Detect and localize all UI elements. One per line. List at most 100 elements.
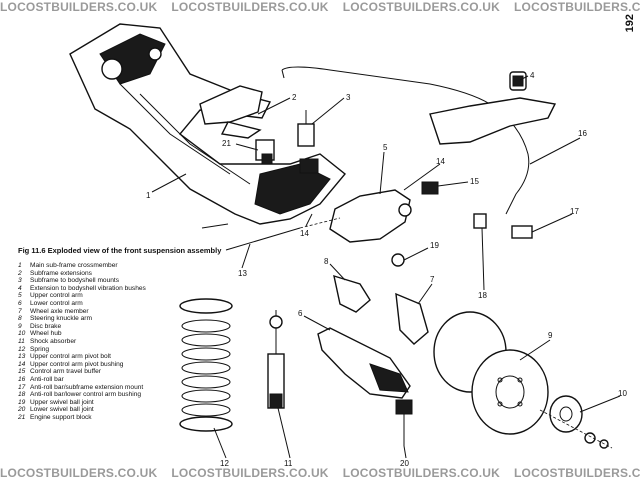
watermark-text: LOCOSTBUILDERS.CO.UK xyxy=(514,0,640,14)
callout-15: 15 xyxy=(470,177,479,186)
legend-item: 1 Main sub-frame crossmember xyxy=(18,262,168,270)
legend-item: 6 Lower control arm xyxy=(18,300,168,308)
legend-item-text: Upper control arm pivot bushing xyxy=(30,360,124,368)
callout-10: 10 xyxy=(618,389,627,398)
watermark-text: LOCOSTBUILDERS.CO.UK xyxy=(171,466,329,480)
legend-item-text: Anti-roll bar/subframe extension mount xyxy=(30,383,144,391)
watermark-text: LOCOSTBUILDERS.CO.UK xyxy=(0,466,158,480)
callout-6: 6 xyxy=(298,309,303,318)
lower-control-arm xyxy=(317,327,411,399)
callout-2: 2 xyxy=(292,93,297,102)
subframe-mounts xyxy=(255,110,319,174)
legend-item: 4 Extension to bodyshell vibration bushes xyxy=(18,285,168,293)
subframe-extension xyxy=(199,85,263,139)
legend-item-text: Wheel hub xyxy=(30,330,62,338)
legend-item-text: Anti-roll bar xyxy=(30,375,64,383)
upper-control-arm xyxy=(329,181,439,243)
watermark-text: LOCOSTBUILDERS.CO.UK xyxy=(342,0,501,14)
figure-caption: Fig 11.6 Exploded view of the front susp… xyxy=(18,246,222,255)
callout-labels: 1 2 3 4 5 6 7 8 9 10 11 12 13 14 14 15 1… xyxy=(146,71,627,466)
legend-item: 7 Wheel axle member xyxy=(18,308,168,316)
legend-item-number: 18 xyxy=(18,391,26,399)
legend-item-number: 12 xyxy=(18,345,26,353)
legend-item: 5 Upper control arm xyxy=(18,292,168,300)
coil-spring xyxy=(179,298,233,432)
callout-13: 13 xyxy=(238,269,247,278)
legend-item-text: Control arm travel buffer xyxy=(30,368,101,376)
legend-item: 3 Subframe to bodyshell mounts xyxy=(18,277,168,285)
watermark-text: LOCOSTBUILDERS.CO.UK xyxy=(514,466,640,480)
legend-item-text: Anti-roll bar/lower control arm bushing xyxy=(30,391,142,399)
legend-item-text: Disc brake xyxy=(30,322,62,330)
callout-19: 19 xyxy=(430,241,439,250)
legend-item-text: Subframe to bodyshell mounts xyxy=(30,277,120,285)
legend-item-text: Lower control arm xyxy=(30,299,83,307)
legend-item-text: Extension to bodyshell vibration bushes xyxy=(30,284,146,292)
steering-knuckle xyxy=(333,253,429,345)
legend-item: 2 Subframe extensions xyxy=(18,270,168,278)
callout-8: 8 xyxy=(324,257,329,266)
legend-item-number: 7 xyxy=(18,307,22,315)
legend-item-text: Engine support block xyxy=(30,413,92,421)
extension-bushes xyxy=(429,71,557,145)
legend-item: 12 Spring xyxy=(18,346,168,354)
callout-21: 21 xyxy=(222,139,231,148)
callout-4: 4 xyxy=(530,71,535,80)
legend-item-text: Main sub-frame crossmember xyxy=(30,262,118,269)
legend-item-number: 13 xyxy=(18,353,26,361)
ball-joints-and-mounts xyxy=(395,213,533,446)
legend-item: 15 Control arm travel buffer xyxy=(18,368,168,376)
legend-item-number: 2 xyxy=(18,269,22,277)
shock-absorber xyxy=(267,310,285,409)
legend-item: 9 Disc brake xyxy=(18,323,168,331)
subframe-crossmember xyxy=(69,23,346,225)
wheel-hub xyxy=(539,395,613,449)
callout-14b: 14 xyxy=(436,157,445,166)
legend-item-text: Subframe extensions xyxy=(30,269,92,277)
callout-20: 20 xyxy=(400,459,409,466)
legend-item-number: 20 xyxy=(18,406,26,414)
watermark-bottom-bar: LOCOSTBUILDERS.CO.UK LOCOSTBUILDERS.CO.UK… xyxy=(0,466,640,480)
legend-item-text: Wheel axle member xyxy=(30,307,89,315)
legend-item-number: 10 xyxy=(18,330,26,338)
legend-item-text: Spring xyxy=(30,345,50,353)
parts-legend: 1 Main sub-frame crossmember 2 Subframe ext… xyxy=(18,262,168,421)
watermark-text: LOCOSTBUILDERS.CO.UK xyxy=(342,466,501,480)
legend-item: 10 Wheel hub xyxy=(18,330,168,338)
callout-1: 1 xyxy=(146,191,151,200)
legend-item-number: 4 xyxy=(18,284,22,292)
legend-item: 18 Anti-roll bar/lower control arm bushin… xyxy=(18,391,168,399)
legend-item-number: 3 xyxy=(18,277,22,285)
legend-item-number: 15 xyxy=(18,368,26,376)
legend-item-text: Upper control arm pivot bolt xyxy=(30,353,111,361)
legend-item-number: 19 xyxy=(18,398,26,406)
legend-item-number: 5 xyxy=(18,292,22,300)
watermark-top-bar: LOCOSTBUILDERS.CO.UK LOCOSTBUILDERS.CO.UK… xyxy=(0,0,640,14)
callout-18: 18 xyxy=(478,291,487,300)
legend-item-number: 17 xyxy=(18,383,26,391)
legend-item-number: 6 xyxy=(18,299,22,307)
callout-11: 11 xyxy=(284,459,293,466)
legend-item-text: Steering knuckle arm xyxy=(30,315,92,323)
callout-9: 9 xyxy=(548,331,553,340)
legend-item-number: 11 xyxy=(18,337,25,345)
pivot-bolt xyxy=(201,217,341,251)
callout-3: 3 xyxy=(346,93,351,102)
legend-item-number: 9 xyxy=(18,322,22,330)
legend-item-number: 8 xyxy=(18,315,22,323)
legend-item-number: 14 xyxy=(18,360,26,368)
callout-7: 7 xyxy=(430,275,435,284)
legend-item: 16 Anti-roll bar xyxy=(18,376,168,384)
disc-brake xyxy=(433,311,549,435)
legend-item: 17 Anti-roll bar/subframe extension mount xyxy=(18,384,168,392)
legend-item-number: 1 xyxy=(18,262,22,269)
legend-item-number: 16 xyxy=(18,375,26,383)
legend-item: 13 Upper control arm pivot bolt xyxy=(18,353,168,361)
callout-17: 17 xyxy=(570,207,579,216)
exploded-view-illustration: 1 2 3 4 5 6 7 8 9 10 11 12 13 14 14 15 1… xyxy=(69,23,627,466)
legend-item: 8 Steering knuckle arm xyxy=(18,315,168,323)
legend-item-text: Upper control arm xyxy=(30,292,83,300)
